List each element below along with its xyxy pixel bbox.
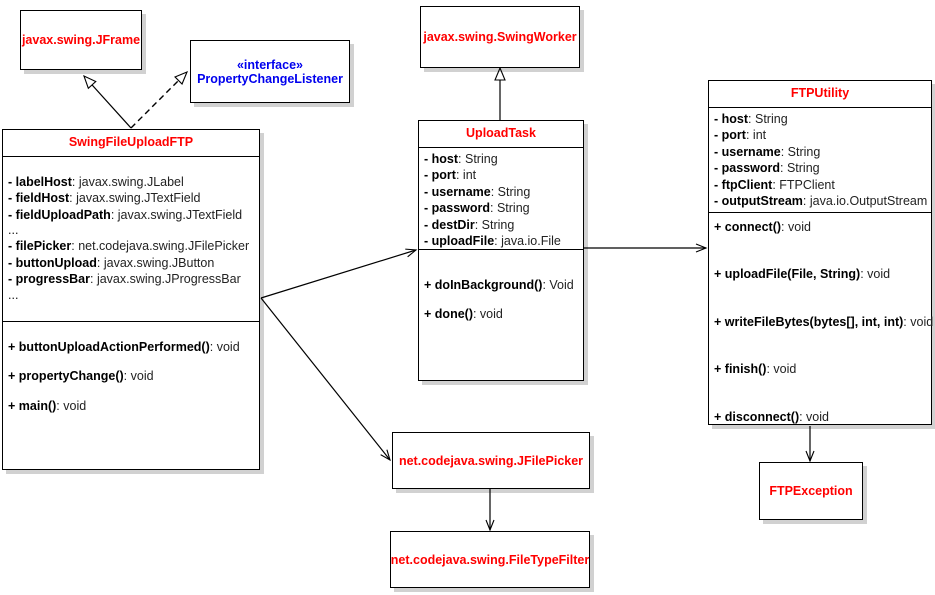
interface-stereotype-label: «interface» <box>236 57 303 72</box>
attribute-row: - password: String <box>424 201 530 216</box>
class-box-swingfileuploadftp[interactable]: SwingFileUploadFTP - labelHost: javax.sw… <box>2 129 260 470</box>
attribute-row: - buttonUpload: javax.swing.JButton <box>8 255 215 270</box>
class-title-jframe: javax.swing.JFrame <box>21 33 141 47</box>
method-row: + finish(): void <box>714 362 797 377</box>
class-box-filetypefilter[interactable]: net.codejava.swing.FileTypeFilter <box>390 531 590 588</box>
attribute-row: - host: String <box>714 111 788 126</box>
methods-compartment-swingfileuploadftp: + buttonUploadActionPerformed(): void + … <box>3 322 259 419</box>
method-row: + disconnect(): void <box>714 409 829 424</box>
method-row: + doInBackground(): Void <box>424 277 574 292</box>
attributes-compartment-swingfileuploadftp: - labelHost: javax.swing.JLabel - fieldH… <box>3 157 259 322</box>
attribute-row: - filePicker: net.codejava.swing.JFilePi… <box>8 239 250 254</box>
class-box-ftputility[interactable]: FTPUtility - host: String - port: int - … <box>708 80 933 425</box>
class-box-ftpexception[interactable]: FTPException <box>759 462 863 520</box>
edge-swingfileuploadftp-to-uploadtask <box>260 248 418 299</box>
attribute-row: - fieldHost: javax.swing.JTextField <box>8 191 201 206</box>
attribute-row: - outputStream: java.io.OutputStream <box>714 194 928 209</box>
method-row: + main(): void <box>8 398 87 413</box>
attribute-row: - password: String <box>714 161 820 176</box>
interface-title-block: «interface» PropertyChangeListener <box>191 41 349 102</box>
edge-swingfileuploadftp-to-jframe <box>83 74 132 129</box>
attribute-row: - port: int <box>424 168 477 183</box>
attribute-row: - labelHost: javax.swing.JLabel <box>8 174 184 189</box>
class-title-swingfileuploadftp: SwingFileUploadFTP <box>3 130 259 157</box>
edge-swingfileuploadftp-to-filepicker <box>260 297 391 462</box>
attribute-ellipsis: ... <box>8 287 19 302</box>
class-box-jframe[interactable]: javax.swing.JFrame <box>20 10 142 70</box>
attributes-compartment-uploadtask: - host: String - port: int - username: S… <box>419 148 583 250</box>
class-box-filepicker[interactable]: net.codejava.swing.JFilePicker <box>392 432 590 489</box>
attributes-compartment-ftputility: - host: String - port: int - username: S… <box>709 108 931 213</box>
method-row: + buttonUploadActionPerformed(): void <box>8 339 240 354</box>
attribute-row: - uploadFile: java.io.File <box>424 234 561 249</box>
class-title-ftpexception: FTPException <box>769 484 853 498</box>
attribute-row: - host: String <box>424 151 498 166</box>
methods-compartment-ftputility: + connect(): void + uploadFile(File, Str… <box>709 213 934 430</box>
attribute-ellipsis: ... <box>8 223 19 238</box>
method-row: + uploadFile(File, String): void <box>714 267 891 282</box>
methods-compartment-uploadtask: + doInBackground(): Void + done(): void <box>419 250 583 327</box>
attribute-row: - destDir: String <box>424 217 515 232</box>
method-row: + writeFileBytes(bytes[], int, int): voi… <box>714 314 934 329</box>
class-title-uploadtask: UploadTask <box>419 121 583 148</box>
class-title-swingworker: javax.swing.SwingWorker <box>423 30 577 44</box>
attribute-row: - progressBar: javax.swing.JProgressBar <box>8 272 241 287</box>
method-row: + propertyChange(): void <box>8 369 154 384</box>
class-title-filepicker: net.codejava.swing.JFilePicker <box>398 453 584 468</box>
attribute-row: - port: int <box>714 128 767 143</box>
attribute-row: - fieldUploadPath: javax.swing.JTextFiel… <box>8 207 243 222</box>
method-row: + connect(): void <box>714 219 811 234</box>
method-row: + done(): void <box>424 307 503 322</box>
attribute-row: - ftpClient: FTPClient <box>714 177 835 192</box>
attribute-row: - username: String <box>424 184 531 199</box>
class-title-ftputility: FTPUtility <box>709 81 931 108</box>
class-box-swingworker[interactable]: javax.swing.SwingWorker <box>420 6 580 68</box>
edge-swingfileuploadftp-to-propertychangelistener <box>130 70 189 129</box>
class-box-uploadtask[interactable]: UploadTask - host: String - port: int - … <box>418 120 584 381</box>
interface-title-propertychangelistener: PropertyChangeListener <box>197 71 343 86</box>
attribute-row: - username: String <box>714 144 821 159</box>
class-box-propertychangelistener[interactable]: «interface» PropertyChangeListener <box>190 40 350 103</box>
class-title-filetypefilter: net.codejava.swing.FileTypeFilter <box>390 552 590 567</box>
